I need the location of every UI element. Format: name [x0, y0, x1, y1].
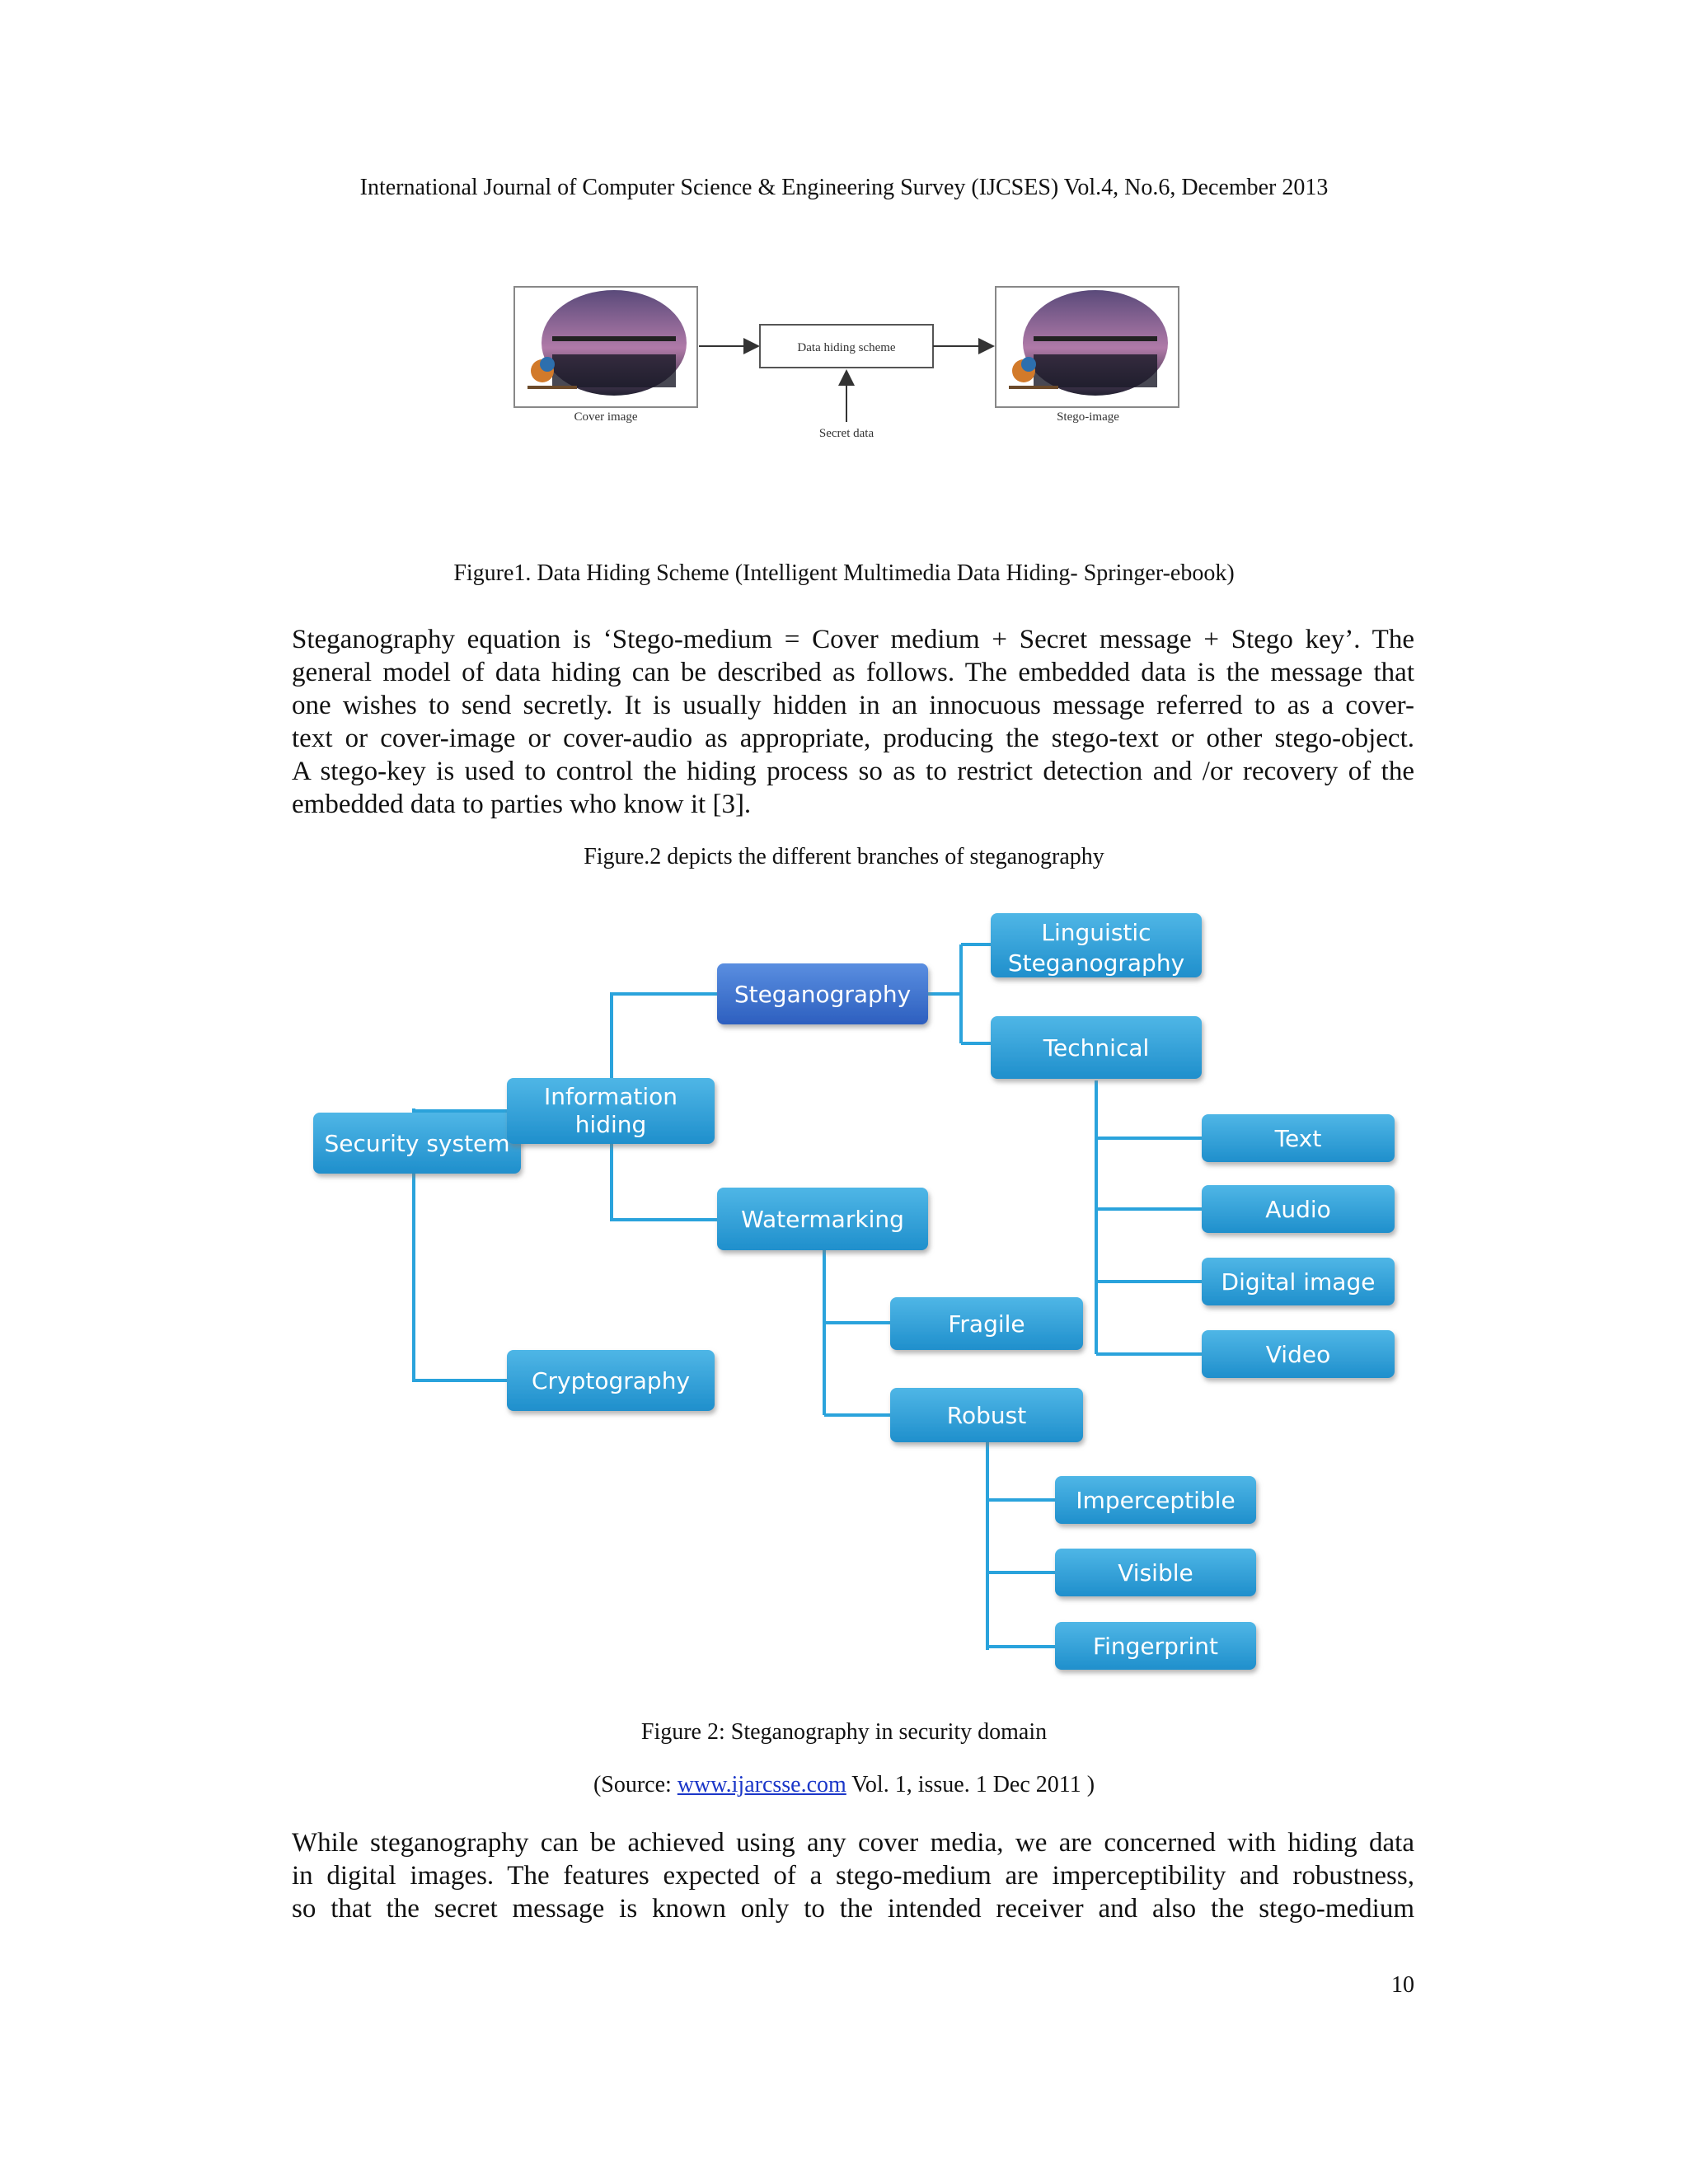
paragraph-line: general model of data hiding can be desc…	[292, 658, 1414, 687]
node-cryptography	[507, 1350, 715, 1411]
figure2-intro: Figure.2 depicts the different branches …	[584, 844, 1104, 869]
page-number: 10	[1391, 1972, 1414, 1998]
node-audio	[1202, 1185, 1395, 1233]
data-hiding-scheme-label: Data hiding scheme	[797, 341, 895, 354]
paragraph-1: Steganography equation is ‘Stego-medium …	[292, 623, 1414, 821]
source-link[interactable]: www.ijarcsse.com	[677, 1772, 846, 1797]
paragraph-line: Steganography equation is ‘Stego-medium …	[292, 625, 1414, 654]
paragraph-2: While steganography can be achieved usin…	[292, 1826, 1414, 1925]
node-label-watermarking: Watermarking	[741, 1206, 904, 1233]
node-security-system	[313, 1113, 521, 1174]
running-header: International Journal of Computer Scienc…	[359, 175, 1329, 200]
node-watermarking	[717, 1188, 928, 1250]
node-information-hiding	[507, 1078, 715, 1144]
node-text	[1202, 1114, 1395, 1162]
data-hiding-scheme-box	[759, 324, 934, 368]
node-linguistic-steganography	[991, 913, 1202, 977]
node-label-cryptography: Cryptography	[532, 1367, 690, 1394]
paragraph-line: While steganography can be achieved usin…	[292, 1828, 1414, 1858]
node-label-linguistic-line1: Linguistic	[1041, 919, 1151, 946]
node-imperceptible	[1055, 1476, 1256, 1524]
node-label-technical: Technical	[1043, 1034, 1150, 1062]
paragraph-line: so that the secret message is known only…	[292, 1894, 1414, 1924]
node-label-fingerprint: Fingerprint	[1093, 1633, 1218, 1660]
cover-image-label: Cover image	[574, 410, 637, 424]
source-prefix: (Source:	[593, 1772, 678, 1797]
tree-connectors	[412, 943, 1202, 1650]
figure2-caption: Figure 2: Steganography in security doma…	[640, 1719, 1048, 1745]
stego-image-label: Stego-image	[1057, 410, 1119, 424]
paragraph-line: text or cover-image or cover-audio as ap…	[292, 724, 1414, 753]
node-label-linguistic-line2: Steganography	[1008, 949, 1184, 977]
node-label-video: Video	[1266, 1341, 1330, 1368]
paragraph-line: A stego-key is used to control the hidin…	[292, 757, 1414, 786]
node-technical	[991, 1016, 1202, 1079]
node-robust	[890, 1388, 1083, 1442]
node-label-steganography: Steganography	[734, 981, 911, 1008]
source-suffix: Vol. 1, issue. 1 Dec 2011 )	[846, 1772, 1095, 1797]
node-label-imperceptible: Imperceptible	[1076, 1487, 1235, 1514]
node-fragile	[890, 1297, 1083, 1350]
cover-image	[513, 286, 698, 408]
node-steganography	[717, 963, 928, 1024]
figure2-source: (Source: www.ijarcsse.com Vol. 1, issue.…	[0, 1772, 1688, 1798]
paragraph-line: one wishes to send secretly. It is usual…	[292, 691, 1414, 720]
node-fingerprint	[1055, 1622, 1256, 1670]
node-label-robust: Robust	[947, 1402, 1026, 1429]
node-label-text: Text	[1274, 1125, 1322, 1152]
node-label-digital-image: Digital image	[1221, 1268, 1376, 1296]
node-label-security-system: Security system	[324, 1130, 509, 1157]
node-video	[1202, 1330, 1395, 1378]
figure1-caption: Figure1. Data Hiding Scheme (Intelligent…	[453, 560, 1235, 586]
figure1-data-hiding-diagram: Cover image Data hiding scheme Secret da…	[513, 286, 1179, 440]
node-visible	[1055, 1549, 1256, 1596]
secret-data-label: Secret data	[819, 427, 874, 440]
node-label-audio: Audio	[1265, 1196, 1331, 1223]
node-label-visible: Visible	[1118, 1559, 1193, 1586]
paragraph-line: embedded data to parties who know it [3]…	[292, 790, 752, 819]
paragraph-line: in digital images. The features expected…	[292, 1861, 1414, 1891]
figure2-steganography-tree: Security system Information hiding Crypt…	[313, 913, 1395, 1670]
node-label-fragile: Fragile	[948, 1310, 1025, 1338]
stego-image	[995, 286, 1179, 408]
node-digital-image	[1202, 1258, 1395, 1305]
node-label-information-hiding-line2: hiding	[575, 1111, 647, 1138]
node-label-information-hiding-line1: Information	[544, 1083, 678, 1110]
